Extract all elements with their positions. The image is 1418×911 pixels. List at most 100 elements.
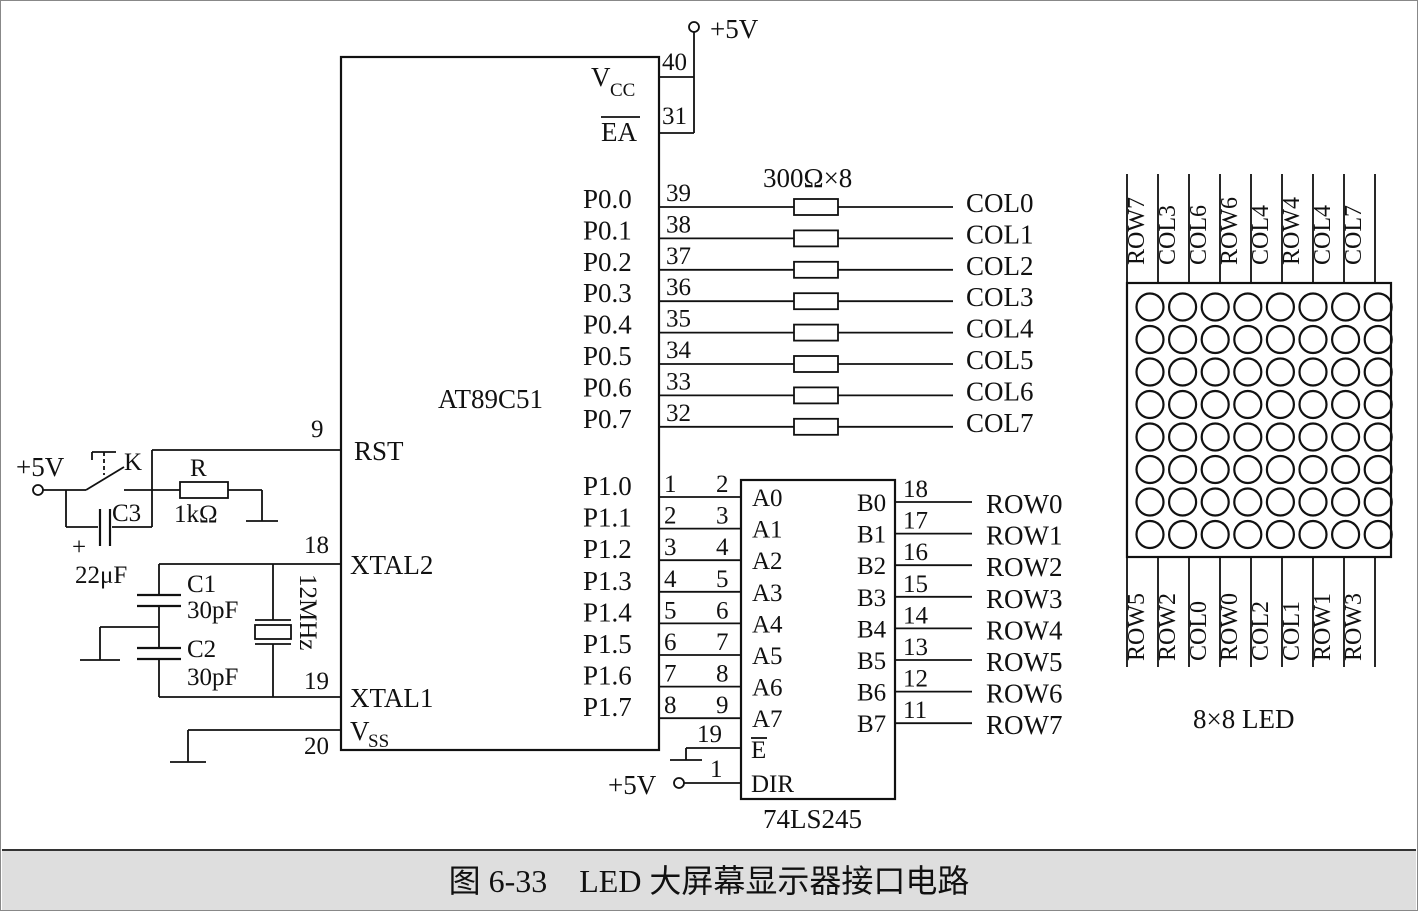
- row-label-1: ROW1: [986, 521, 1063, 551]
- led-dot: [1233, 292, 1263, 322]
- led-dot: [1135, 357, 1165, 387]
- c3-capacitor: [98, 509, 112, 546]
- crystal-frequency: 12MHz: [294, 574, 321, 650]
- col-resistor-6: [793, 386, 839, 405]
- p0-pin-1: 38: [666, 211, 691, 238]
- buffer-b-pin-5: 13: [903, 634, 928, 661]
- buffer-a-label-6: A6: [752, 675, 783, 702]
- ea-label: EA: [601, 116, 640, 147]
- row-label-4: ROW4: [986, 615, 1063, 645]
- p1-label-4: P1.4: [583, 597, 632, 627]
- p1-label-0: P1.0: [583, 471, 632, 501]
- buffer-b-label-1: B1: [857, 522, 886, 549]
- matrix-top-pin-0: ROW7: [1124, 197, 1150, 265]
- led-dot: [1363, 389, 1393, 420]
- led-dot: [1363, 519, 1393, 550]
- led-dot: [1265, 422, 1296, 452]
- buffer-b-label-3: B3: [857, 585, 886, 612]
- matrix-bottom-pin-6: ROW1: [1310, 593, 1336, 661]
- matrix-top-pin-2: COL6: [1186, 205, 1212, 265]
- switch-label: K: [124, 449, 142, 476]
- p1-label-2: P1.2: [583, 534, 632, 564]
- p1-pin-0: 1: [664, 471, 677, 498]
- led-dot: [1167, 422, 1198, 452]
- p0-pin-5: 34: [666, 337, 692, 364]
- col-label-3: COL3: [966, 282, 1034, 312]
- p0-pin-0: 39: [666, 180, 691, 207]
- matrix-bottom-pin-7: ROW3: [1341, 593, 1367, 661]
- led-dot: [1265, 292, 1296, 322]
- matrix-top-pin-4: COL4: [1248, 205, 1274, 265]
- buffer-b-pin-0: 18: [903, 476, 928, 503]
- led-dot: [1233, 422, 1263, 452]
- col-label-0: COL0: [966, 188, 1034, 218]
- led-dot: [1298, 292, 1328, 322]
- p1-pin-6: 7: [664, 661, 677, 688]
- led-dot: [1167, 324, 1198, 355]
- col-label-1: COL1: [966, 219, 1034, 249]
- led-dot: [1363, 324, 1393, 355]
- resistor-label: R: [190, 455, 207, 482]
- led-dot: [1298, 389, 1328, 420]
- led-dot: [1135, 389, 1165, 420]
- matrix-bottom-pin-1: ROW2: [1155, 593, 1181, 661]
- crystal-body: [254, 624, 292, 640]
- p1-label-7: P1.7: [583, 692, 632, 722]
- p0-label-7: P0.7: [583, 404, 632, 434]
- led-dot: [1200, 324, 1230, 355]
- buffer-b-pin-3: 15: [903, 571, 928, 598]
- led-dot: [1330, 454, 1361, 485]
- supply-terminal-left: [32, 484, 44, 496]
- matrix-top-pin-3: ROW6: [1217, 197, 1243, 265]
- buffer-a-label-4: A4: [752, 611, 783, 638]
- led-dot: [1330, 389, 1361, 420]
- supply-top-label: +5V: [710, 14, 759, 44]
- led-dot: [1298, 454, 1328, 485]
- buffer-b-pin-1: 17: [903, 508, 928, 535]
- led-matrix-label: 8×8 LED: [1193, 704, 1294, 734]
- c3-label: C3: [112, 500, 141, 527]
- dir-pin-number: 1: [710, 756, 723, 783]
- row-label-7: ROW7: [986, 710, 1063, 740]
- led-dot: [1363, 357, 1393, 387]
- led-dot: [1265, 454, 1296, 485]
- matrix-bottom-pin-0: ROW5: [1124, 593, 1150, 661]
- led-dot: [1200, 487, 1230, 517]
- led-matrix-body: [1125, 281, 1393, 559]
- led-dot: [1167, 487, 1198, 517]
- xtal2-label: XTAL2: [350, 550, 433, 580]
- matrix-top-pin-7: COL7: [1341, 205, 1367, 265]
- led-dot: [1265, 487, 1296, 517]
- led-dot: [1298, 519, 1328, 550]
- p0-label-2: P0.2: [583, 247, 632, 277]
- p1-pin-3: 4: [664, 566, 677, 593]
- led-dot: [1363, 454, 1393, 485]
- buffer-a-label-7: A7: [752, 706, 783, 733]
- buffer-a-label-0: A0: [752, 485, 783, 512]
- buffer-a-pin-5: 7: [716, 629, 729, 656]
- xtal2-pin-number: 18: [304, 532, 329, 559]
- led-dot: [1233, 324, 1263, 355]
- led-dot: [1330, 357, 1361, 387]
- matrix-top-pin-6: COL4: [1310, 205, 1336, 265]
- led-dot: [1298, 487, 1328, 517]
- led-dot: [1200, 389, 1230, 420]
- led-dot: [1330, 324, 1361, 355]
- led-dot: [1265, 519, 1296, 550]
- svg-text:SS: SS: [368, 731, 389, 752]
- col-resistor-1: [793, 229, 839, 248]
- rst-pin-number: 9: [311, 416, 324, 443]
- col-label-4: COL4: [966, 314, 1034, 344]
- led-dot: [1265, 324, 1296, 355]
- ea-pin-number: 31: [662, 103, 687, 130]
- led-grid: [1135, 292, 1393, 550]
- led-dot: [1135, 324, 1165, 355]
- led-dot: [1200, 519, 1230, 550]
- p1-pin-4: 5: [664, 597, 677, 624]
- buffer-a-label-5: A5: [752, 643, 783, 670]
- c3-value: 22μF: [75, 562, 127, 589]
